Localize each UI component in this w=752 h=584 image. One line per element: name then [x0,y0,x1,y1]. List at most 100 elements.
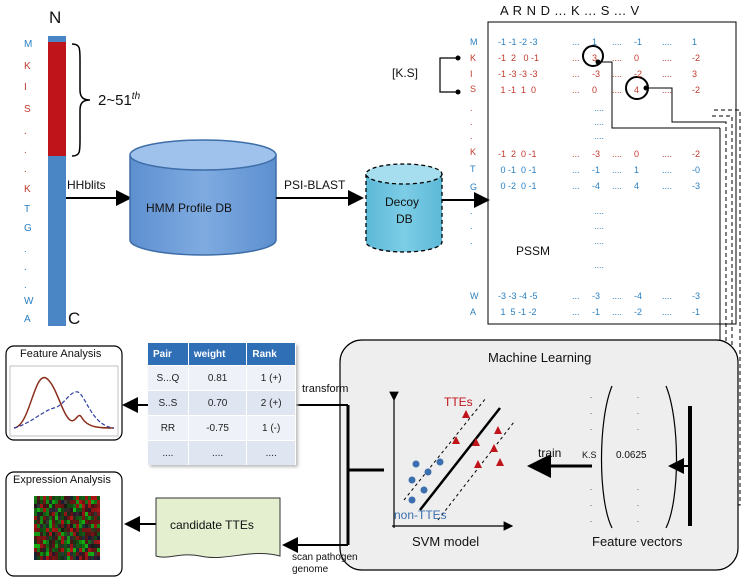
pssm-cell: 3 [692,69,698,79]
window-brace [71,43,91,157]
pssm-cell: -1 -3 -3 -3 [498,69,538,79]
pssm-cell: -3 [692,291,701,301]
pssm-cell: 4 [634,85,640,95]
pssm-cell: 1 [592,37,598,47]
pssm-cell: ... [572,53,580,63]
pssm-cell: 1 [634,165,640,175]
table-header: Pair [148,343,189,366]
table-cell: -0.75 [188,415,248,441]
n-terminus-label: N [49,8,62,27]
pssm-box [487,21,737,325]
pssm-row-letter: . [470,221,473,231]
expression-heatmap [34,496,100,560]
hhblits-label: HHblits [67,178,106,192]
sequence-letter: M [24,39,33,50]
svg-text:.: . [637,499,639,508]
pssm-cell: -0 [692,165,701,175]
table-cell: 1 (+) [246,365,296,391]
pssm-cell: ... [572,37,580,47]
svg-text:.: . [637,391,639,400]
train-label: train [538,446,562,460]
pssm-cell: ... [572,149,580,159]
pssm-cell: .... [612,53,623,63]
vector-key-label: K.S [582,450,597,460]
pssm-ellipsis: .... [594,131,605,141]
pssm-row-letter: I [470,69,473,79]
machine-learning-title: Machine Learning [488,350,592,365]
table-row: ............ [148,440,296,465]
pssm-row-letter: A [470,307,477,317]
table-header: Rank [246,343,296,366]
pssm-row-letter: G [470,182,478,192]
pssm-cell: .... [662,291,673,301]
svg-text:.: . [637,515,639,524]
sequence-letter: . [24,164,27,175]
sequence-letter: . [24,126,27,137]
pssm-cell: 1 [692,37,698,47]
pssm-cell: -1 2 0 -1 [498,149,537,159]
pssm-row-letter: S [470,84,477,94]
table-header: weight [188,343,248,366]
pssm-cell: .... [662,181,673,191]
pssm-cell: ... [572,307,580,317]
pssm-cell: ... [572,181,580,191]
pssm-cell: .... [662,149,673,159]
decoy-db-label-line2: DB [396,212,413,226]
table-cell: RR [148,415,189,441]
pssm-row-letter: K [470,53,477,63]
table-cell: .... [148,440,189,465]
pssm-cell: -3 [592,149,601,159]
pssm-cell: -1 [592,307,601,317]
pssm-cell: -1 [592,165,601,175]
pssm-cell: 1 -1 1 0 [498,85,537,95]
pssm-cell: -2 [692,149,701,159]
decoy-db-cylinder [365,163,443,253]
pssm-cell: .... [612,307,623,317]
pssm-cell: -2 [634,307,643,317]
negative-class-label: non-TTEs [394,508,447,522]
pssm-cell: .... [612,149,623,159]
positive-class-markers [452,410,504,468]
pssm-cell: .... [612,85,623,95]
svg-text:.: . [637,407,639,416]
table-cell: S...Q [148,365,189,391]
pssm-cell: 4 [634,181,640,191]
negative-class-markers [408,458,444,504]
svg-text:.: . [590,423,592,432]
svg-text:.: . [590,391,592,400]
svg-text:.: . [637,423,639,432]
pssm-cell: .... [612,69,623,79]
sequence-letter: . [24,145,27,156]
pssm-ellipsis: .... [594,117,605,127]
pssm-ellipsis: .... [594,221,605,231]
sequence-letter: . [24,244,27,255]
pssm-row-letter: M [470,37,478,47]
table-cell: 2 (+) [246,390,296,416]
sequence-letter: W [24,296,34,307]
svg-text:.: . [590,483,592,492]
svg-text:.: . [637,483,639,492]
pssm-cell: -4 [634,291,643,301]
pssm-cell: .... [662,37,673,47]
pssm-cell: 0 -2 0 -1 [498,181,537,191]
transform-label: transform [302,383,349,395]
table-cell: 1 (-) [246,415,296,441]
svm-model-label: SVM model [412,534,480,549]
sequence-letter: . [24,262,27,273]
sequence-letter: K [24,184,31,195]
table-cell: 0.81 [188,365,248,391]
pssm-cell: .... [612,37,623,47]
pssm-cell: ... [572,291,580,301]
pssm-cell: -2 [692,53,701,63]
pssm-cell: -3 [592,69,601,79]
sequence-letter: K [24,61,31,72]
pssm-cell: -3 -3 -4 -5 [498,291,538,301]
expression-analysis-title: Expression Analysis [13,474,111,486]
pssm-row-letter: . [470,103,473,113]
pssm-cell: -2 [634,69,643,79]
table-cell: .... [188,440,248,465]
pssm-row-letter: K [470,147,477,157]
sequence-letter: T [24,204,31,215]
c-terminus-label: C [68,309,81,328]
